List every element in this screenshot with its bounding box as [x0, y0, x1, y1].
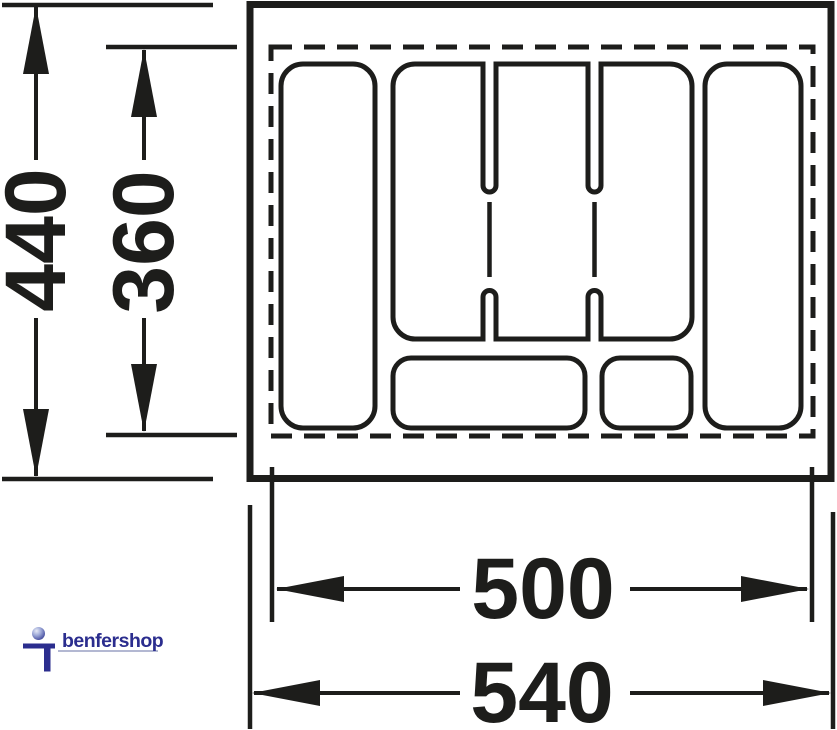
compartment-left-tall: [278, 61, 378, 431]
compartment-middle-block: [390, 61, 695, 342]
dimension-label-inner-width: 500: [471, 541, 615, 637]
compartment-right-tall: [702, 61, 804, 431]
arrowhead-up-icon: [131, 49, 157, 117]
compartment-bottom-wide: [390, 355, 588, 431]
logo-ball-icon: [32, 627, 45, 640]
tray-outlines: [246, 1, 835, 482]
arrowhead-left-icon: [276, 576, 344, 602]
arrowhead-right-icon: [741, 576, 809, 602]
dimension-inner-height: 360: [96, 44, 237, 438]
compartments: [278, 61, 804, 431]
compartment-bottom-small: [599, 355, 694, 431]
arrowhead-up-icon: [23, 6, 49, 74]
logo-table-stem-icon: [44, 648, 51, 672]
dimension-label-outer-width: 540: [470, 645, 614, 730]
arrowhead-down-icon: [131, 364, 157, 432]
dimension-inner-width: 500: [269, 467, 815, 637]
dimension-outer-height: 440: [0, 2, 213, 482]
arrowhead-left-icon: [252, 680, 320, 706]
arrowhead-down-icon: [23, 409, 49, 477]
dimension-label-inner-height: 360: [96, 170, 192, 314]
trim-outline-dashed: [268, 44, 816, 439]
arrowhead-right-icon: [763, 680, 831, 706]
logo-text: benfershop: [62, 630, 164, 652]
dimension-label-outer-height: 440: [0, 168, 84, 312]
benfershop-logo: benfershop: [23, 627, 164, 672]
outer-box-outline: [246, 1, 835, 482]
logo-table-bar-icon: [23, 643, 55, 649]
dimension-outer-width: 540: [247, 505, 836, 730]
